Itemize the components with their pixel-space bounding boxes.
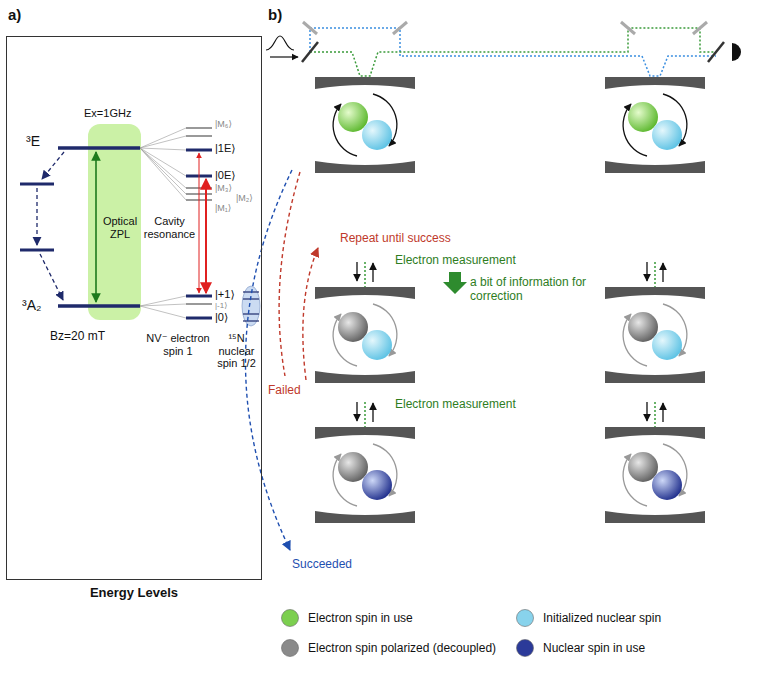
level-label: ³E	[26, 133, 40, 149]
spin-label: ¹⁵N nuclear spin 1/2	[213, 332, 260, 370]
zpl-arrow	[95, 152, 97, 302]
level-label: ³A₂	[22, 297, 41, 313]
legend-swatch	[282, 610, 299, 627]
cavity	[605, 427, 705, 523]
decay-arrows	[37, 152, 64, 300]
transition-label: Cavity resonance	[143, 215, 196, 240]
legend-swatch	[280, 608, 300, 628]
detector	[732, 43, 741, 61]
legend-swatch	[280, 638, 300, 658]
legend-swatch	[515, 638, 535, 658]
measurement-beam	[365, 262, 655, 427]
pulse	[266, 36, 294, 50]
legend-item: Electron spin polarized (decoupled)	[280, 638, 496, 658]
cavity-arrow	[205, 179, 207, 293]
legend-swatch	[515, 608, 535, 628]
state-label: |1E⟩	[215, 142, 236, 155]
mirror	[303, 22, 707, 34]
legend-item: Nuclear spin in use	[515, 638, 645, 658]
step-label: Repeat until success	[340, 232, 451, 246]
energy-levels	[20, 128, 212, 318]
cavity	[315, 287, 415, 383]
field-label: Bz=20 mT	[50, 330, 105, 344]
step-label: Failed	[268, 384, 301, 398]
state-label: |-1⟩	[215, 301, 227, 310]
legend-item: Initialized nuclear spin	[515, 608, 661, 628]
state-label: |0⟩	[215, 311, 228, 324]
input-arrow	[270, 56, 298, 57]
legend-item: Electron spin in use	[280, 608, 413, 628]
legend-text: Electron spin in use	[308, 611, 413, 625]
cavity	[315, 427, 415, 523]
step-label: Electron measurement	[395, 398, 516, 412]
cavity	[605, 77, 705, 173]
failed-loop	[279, 172, 300, 376]
legend-swatch	[282, 640, 299, 657]
legend-swatch	[517, 610, 534, 627]
beam-splitter	[302, 42, 724, 62]
panel-letter: a)	[8, 6, 21, 23]
green-path	[310, 28, 716, 76]
legend-text: Electron spin polarized (decoupled)	[308, 641, 496, 655]
info-arrow	[443, 272, 467, 294]
state-label: |+1⟩	[215, 288, 235, 301]
legend-swatch	[517, 640, 534, 657]
panel-letter: b)	[268, 6, 282, 23]
state-label: |M₆⟩	[215, 119, 232, 129]
step-label: Succeeded	[292, 558, 352, 572]
cavity	[315, 77, 415, 173]
state-label: |M₂⟩	[236, 193, 253, 203]
cavity	[605, 287, 705, 383]
blue-path	[310, 28, 716, 76]
zpl-band	[88, 124, 141, 320]
state-label: |M₁⟩	[215, 203, 231, 213]
cavity-arrow	[199, 153, 200, 293]
state-label: |M₃⟩	[215, 183, 232, 193]
legend-text: Initialized nuclear spin	[543, 611, 661, 625]
measurement-arrows	[357, 262, 663, 422]
legend-text: Nuclear spin in use	[543, 641, 645, 655]
step-note: a bit of information for correction	[470, 276, 595, 304]
repeat-arrow	[303, 248, 318, 380]
splitting-label: Ex=1GHz	[84, 107, 131, 120]
transition-label: Optical ZPL	[101, 215, 139, 240]
step-label: Electron measurement	[395, 254, 516, 268]
spin-circles	[338, 102, 682, 500]
state-label: |0E⟩	[215, 169, 236, 182]
spin-label: NV⁻ electron spin 1	[144, 332, 212, 357]
panel-heading: Energy Levels	[7, 585, 261, 600]
